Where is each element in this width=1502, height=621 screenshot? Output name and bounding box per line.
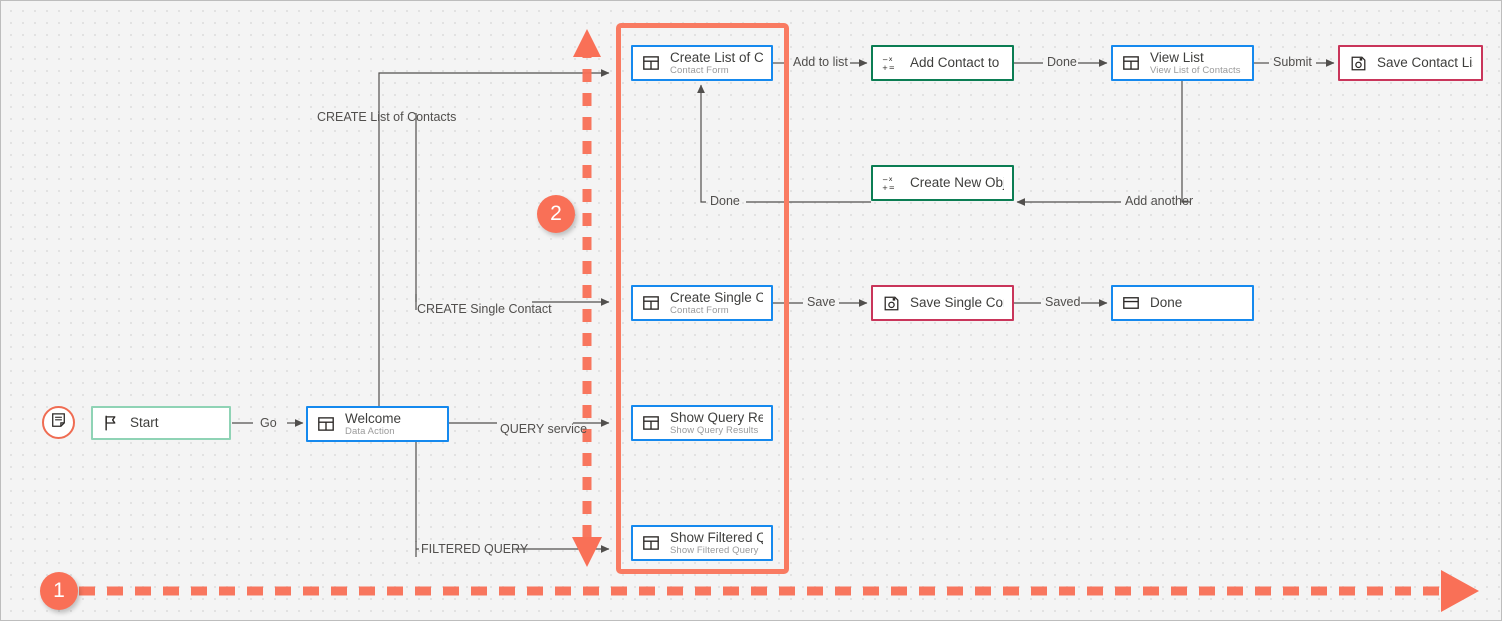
flow-node-text: Create List of Conta…Contact Form (670, 50, 763, 77)
flow-node-subtitle: Contact Form (670, 64, 729, 76)
flow-node-subtitle: Contact Form (670, 304, 729, 316)
flow-node-save-list[interactable]: Save Contact List (1338, 45, 1483, 81)
flow-node-title: Show Filtered Quer… (670, 529, 763, 545)
edge-label-go: Go (260, 416, 277, 430)
edge-label-submit: Submit (1273, 55, 1312, 69)
edge-label-add-to-list: Add to list (793, 55, 848, 69)
flow-node-create-list[interactable]: Create List of Conta…Contact Form (631, 45, 773, 81)
edge-label-done-top: Done (1047, 55, 1077, 69)
flow-node-text: Add Contact to List (910, 54, 1004, 72)
flow-node-title: Done (1150, 295, 1183, 310)
flow-node-title: View List (1150, 49, 1204, 65)
flow-node-done[interactable]: Done (1111, 285, 1254, 321)
screen-icon (641, 413, 661, 433)
flow-node-text: Create Single ContacContact Form (670, 290, 763, 317)
flow-node-title: Add Contact to List (910, 55, 1004, 70)
edge-label-add-another: Add another (1125, 194, 1194, 208)
edge-label-query-service: QUERY service (500, 422, 588, 436)
assign-icon: −x+= (881, 53, 901, 73)
flow-node-title: Save Single Contact (910, 295, 1004, 310)
svg-text:=: = (889, 63, 895, 72)
save-icon (1348, 53, 1368, 73)
step-bubble-1: 1 (40, 572, 78, 610)
note-icon (50, 412, 67, 434)
screen-icon (641, 533, 661, 553)
flow-node-save-single[interactable]: Save Single Contact (871, 285, 1014, 321)
flow-node-text: Save Contact List (1377, 54, 1473, 72)
edge-label-saved: Saved (1045, 295, 1081, 309)
save-icon (881, 293, 901, 313)
flag-icon (101, 413, 121, 433)
svg-text:−: − (882, 55, 888, 64)
flow-node-text: Save Single Contact (910, 294, 1004, 312)
flow-node-title: Show Query Results (670, 409, 763, 425)
flow-node-text: Create New Object (910, 174, 1004, 192)
svg-text:+: + (882, 183, 888, 192)
screen-icon (641, 293, 661, 313)
edge-label-filtered-query: FILTERED QUERY (421, 542, 529, 556)
flow-node-title: Create New Object (910, 175, 1004, 190)
edge-label-create-list-contacts: CREATE List of Contacts (317, 110, 457, 124)
edge-label-save: Save (807, 295, 836, 309)
step-bubble-2: 2 (537, 195, 575, 233)
step-bubble-1-label: 1 (53, 579, 65, 602)
edge-label-create-single-contact: CREATE Single Contact (417, 302, 552, 316)
flow-node-start[interactable]: Start (91, 406, 231, 440)
flow-node-subtitle: Show Query Results (670, 424, 759, 436)
svg-text:x: x (889, 56, 893, 63)
flow-node-subtitle: View List of Contacts (1150, 64, 1241, 76)
screen-icon (641, 53, 661, 73)
flow-node-add-contact[interactable]: −x+= Add Contact to List (871, 45, 1014, 81)
flow-node-title: Create Single Contac (670, 289, 763, 305)
flow-node-text: Start (130, 414, 159, 432)
screen-icon (316, 414, 336, 434)
flow-node-show-filtered[interactable]: Show Filtered Quer…Show Filtered Query (631, 525, 773, 561)
flow-node-subtitle: Data Action (345, 425, 395, 437)
highlight-region (616, 23, 789, 574)
flow-node-text: Done (1150, 294, 1182, 312)
edge-label-done-branch: Done (710, 194, 740, 208)
flow-node-text: Show Filtered Quer…Show Filtered Query (670, 530, 763, 557)
flow-node-title: Create List of Conta… (670, 49, 763, 65)
screen-icon (1121, 53, 1141, 73)
flow-node-subtitle: Show Filtered Query (670, 544, 759, 556)
flow-node-create-object[interactable]: −x+= Create New Object (871, 165, 1014, 201)
svg-text:−: − (882, 175, 888, 184)
svg-text:+: + (882, 63, 888, 72)
screen2-icon (1121, 293, 1141, 313)
flow-node-create-single[interactable]: Create Single ContacContact Form (631, 285, 773, 321)
assign-icon: −x+= (881, 173, 901, 193)
svg-text:x: x (889, 176, 893, 183)
svg-text:=: = (889, 183, 895, 192)
start-note-badge[interactable] (42, 406, 75, 439)
flow-node-title: Save Contact List (1377, 55, 1473, 70)
flow-node-title: Welcome (345, 410, 402, 426)
flow-node-title: Start (130, 415, 159, 430)
step-bubble-2-label: 2 (550, 202, 562, 225)
